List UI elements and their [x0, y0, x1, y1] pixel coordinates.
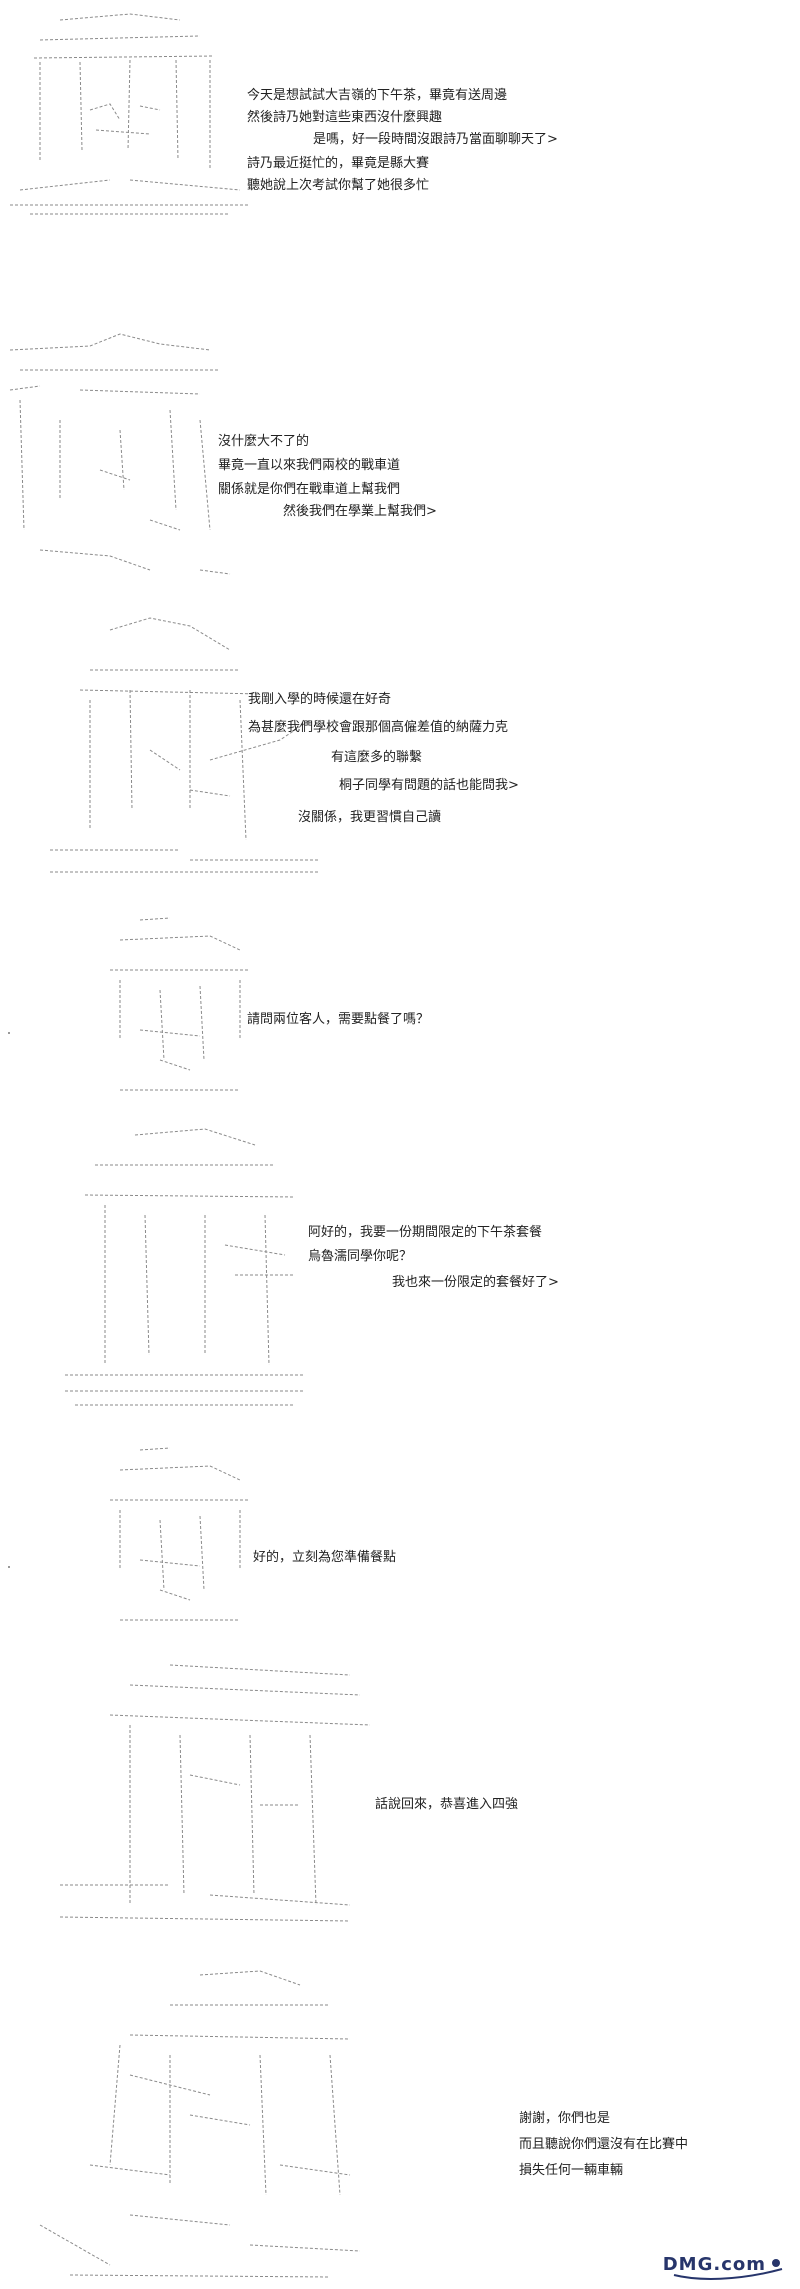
dialogue-line: 詩乃最近挺忙的，畢竟是縣大賽	[247, 156, 430, 171]
dialogue-line: 烏魯濡同學你呢？	[308, 1249, 413, 1264]
panel-8: 謝謝，你們也是 而且聽說你們還沒有在比賽中 損失任何一輛車輛	[0, 1965, 800, 2289]
watermark-logo-icon	[673, 2259, 783, 2280]
dialogue-line: 然後我們在學業上幫我們>	[283, 504, 437, 519]
dialogue-line: 為甚麼我們學校會跟那個高僱差值的納薩力克	[248, 720, 509, 735]
dialogue-line: 聽她說上次考試你幫了她很多忙	[247, 178, 430, 193]
dialogue-line: 我剛入學的時候還在好奇	[248, 692, 392, 707]
dialogue-line: 是嗎，好一段時間沒跟詩乃當面聊聊天了>	[313, 132, 558, 147]
dialogue-line: 我也來一份限定的套餐好了>	[392, 1275, 559, 1290]
ascii-art-character	[110, 1447, 250, 1621]
dialogue-line: 謝謝，你們也是	[519, 2111, 611, 2126]
panel-1: 今天是想試試大吉嶺的下午茶，畢竟有送周邊 然後詩乃她對這些東西沒什麼興趣 是嗎，…	[0, 0, 800, 225]
dialogue-line: 話說回來，恭喜進入四強	[375, 1797, 519, 1812]
panel-2: 沒什麼大不了的 畢竟一直以來我們兩校的戰車道 關係就是你們在戰車道上幫我們 然後…	[0, 330, 800, 590]
dialogue-line: 然後詩乃她對這些東西沒什麼興趣	[247, 110, 443, 125]
dialogue-line: 而且聽說你們還沒有在比賽中	[519, 2137, 689, 2152]
dialogue-line: 損失任何一輛車輛	[519, 2163, 624, 2178]
panel-6: 好的，立刻為您準備餐點	[0, 1440, 800, 1640]
watermark-text: DMG.com	[662, 2254, 766, 2275]
dialogue-line: 有這麼多的聯繫	[331, 750, 423, 765]
ascii-art-character	[39, 1970, 361, 2278]
panel-3: 我剛入學的時候還在好奇 為甚麼我們學校會跟那個高僱差值的納薩力克 有這麼多的聯繫…	[0, 610, 800, 900]
ascii-art-character	[110, 917, 250, 1091]
ascii-art-character	[65, 1128, 305, 1406]
dialogue-line: 沒什麼大不了的	[218, 434, 310, 449]
margin-dot	[8, 1566, 10, 1568]
dialogue-line: 桐子同學有問題的話也能問我>	[339, 778, 519, 793]
dialogue-line: 請問兩位客人，需要點餐了嗎？	[247, 1012, 430, 1027]
margin-dot	[8, 1032, 10, 1034]
ascii-art-character	[59, 1664, 370, 1922]
dialogue-line: 阿好的，我要一份期間限定的下午茶套餐	[308, 1225, 543, 1240]
dialogue-line: 畢竟一直以來我們兩校的戰車道	[218, 458, 401, 473]
dialogue-line: 好的，立刻為您準備餐點	[253, 1550, 397, 1565]
panel-5: 阿好的，我要一份期間限定的下午茶套餐 烏魯濡同學你呢？ 我也來一份限定的套餐好了…	[0, 1125, 800, 1425]
ascii-art-character	[50, 617, 320, 873]
dialogue-line: 今天是想試試大吉嶺的下午茶，畢竟有送周邊	[247, 88, 508, 103]
ascii-art-character	[10, 13, 250, 215]
dialogue-line: 關係就是你們在戰車道上幫我們	[218, 482, 401, 497]
panel-4: 請問兩位客人，需要點餐了嗎？	[0, 910, 800, 1110]
ascii-art-character	[9, 333, 231, 575]
dialogue-line: 沒關係，我更習慣自己讀	[298, 810, 442, 825]
panel-7: 話說回來，恭喜進入四強	[0, 1655, 800, 1945]
